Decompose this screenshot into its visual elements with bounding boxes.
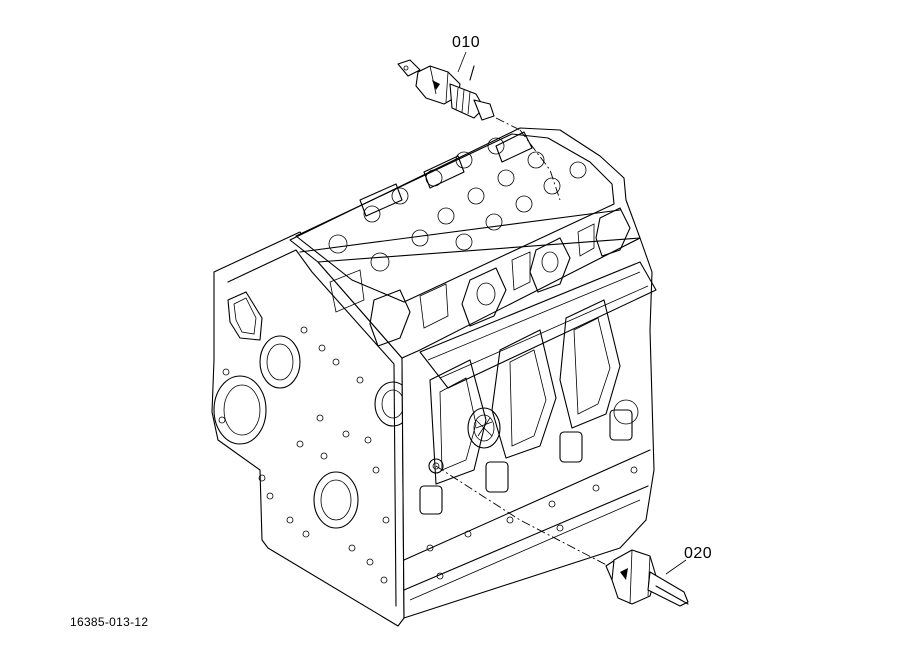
bolt-holes	[218, 326, 390, 584]
callout-010: 010	[452, 34, 481, 51]
cylinder-head-details	[328, 131, 587, 272]
engine-block	[211, 117, 657, 627]
callout-020: 020	[684, 545, 713, 562]
part-010-sensor	[397, 59, 495, 121]
part-020-switch	[605, 549, 689, 607]
leader-line-020	[665, 559, 687, 575]
document-number: 16385-013-12	[70, 615, 149, 629]
leader-line-010	[457, 51, 467, 73]
